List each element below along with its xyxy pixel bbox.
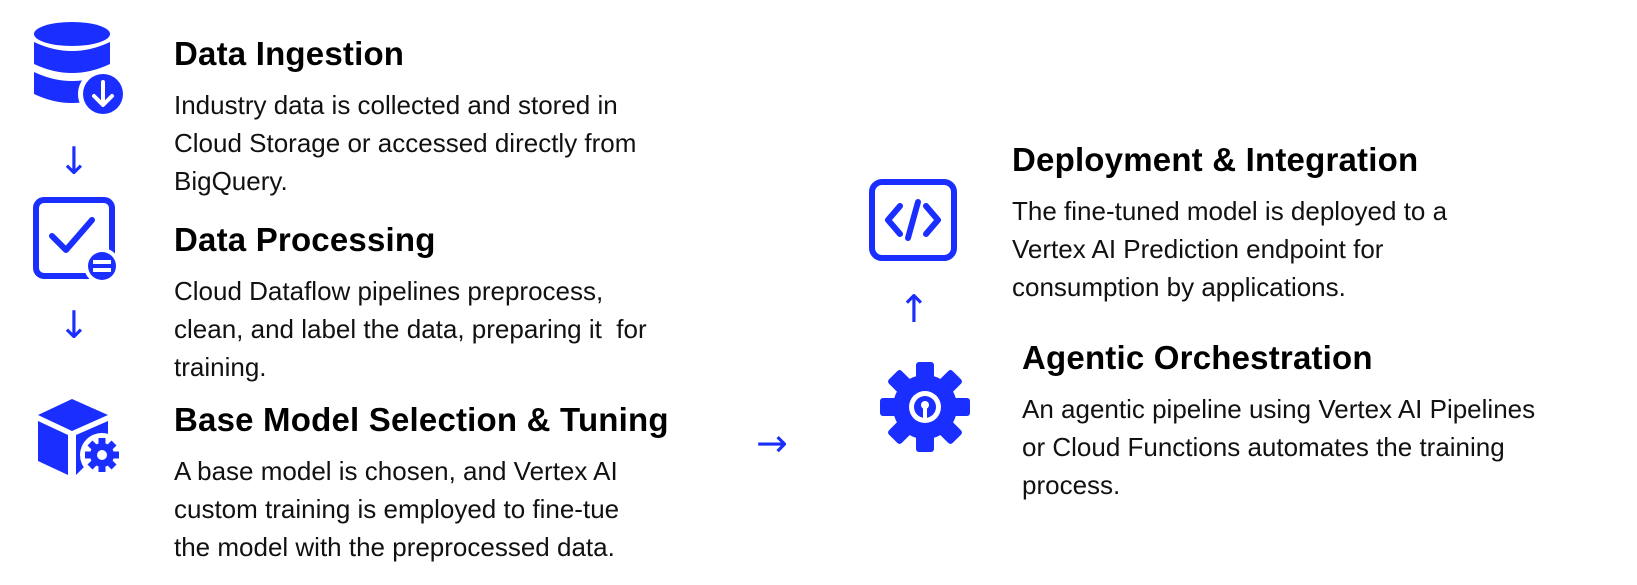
description-line: Cloud Dataflow pipelines preprocess, bbox=[174, 276, 604, 306]
down-arrow-1: ↓ bbox=[58, 139, 90, 183]
step-title: Data Processing bbox=[174, 221, 436, 258]
step-deployment-integration: Deployment & Integration The fine-tuned … bbox=[1012, 142, 1447, 306]
checklist-icon bbox=[32, 196, 122, 286]
cube-gear-icon bbox=[34, 395, 126, 479]
description-line: training. bbox=[174, 352, 267, 382]
down-arrow-2: ↓ bbox=[58, 303, 90, 347]
step-title: Deployment & Integration bbox=[1012, 141, 1419, 178]
description-line: Vertex AI Prediction endpoint for bbox=[1012, 234, 1384, 264]
up-arrow: ↑ bbox=[898, 287, 930, 331]
description-line: clean, and label the data, preparing it … bbox=[174, 314, 647, 344]
step-agentic-orchestration: Agentic Orchestration An agentic pipelin… bbox=[1022, 340, 1535, 504]
code-icon bbox=[868, 178, 960, 264]
description-line: Industry data is collected and stored in bbox=[174, 90, 618, 120]
description-line: BigQuery. bbox=[174, 166, 288, 196]
step-description: A base model is chosen, and Vertex AI cu… bbox=[174, 452, 669, 566]
step-description: An agentic pipeline using Vertex AI Pipe… bbox=[1022, 390, 1535, 504]
description-line: or Cloud Functions automates the trainin… bbox=[1022, 432, 1505, 462]
description-line: An agentic pipeline using Vertex AI Pipe… bbox=[1022, 394, 1536, 424]
description-line: process. bbox=[1022, 470, 1121, 500]
step-description: The fine-tuned model is deployed to a Ve… bbox=[1012, 192, 1447, 306]
description-line: Cloud Storage or accessed directly from bbox=[174, 128, 637, 158]
step-data-ingestion: Data Ingestion Industry data is collecte… bbox=[174, 36, 636, 200]
step-description: Cloud Dataflow pipelines preprocess, cle… bbox=[174, 272, 647, 386]
step-description: Industry data is collected and stored in… bbox=[174, 86, 636, 200]
step-title: Base Model Selection & Tuning bbox=[174, 401, 669, 438]
right-arrow: → bbox=[756, 421, 788, 465]
step-data-processing: Data Processing Cloud Dataflow pipelines… bbox=[174, 222, 647, 386]
step-base-model-selection-tuning: Base Model Selection & Tuning A base mod… bbox=[174, 402, 669, 566]
description-line: custom training is employed to fine-tue bbox=[174, 494, 620, 524]
step-title: Data Ingestion bbox=[174, 35, 405, 72]
step-title: Agentic Orchestration bbox=[1022, 339, 1373, 376]
description-line: A base model is chosen, and Vertex AI bbox=[174, 456, 618, 486]
database-download-icon bbox=[30, 18, 130, 123]
description-line: consumption by applications. bbox=[1012, 272, 1346, 302]
description-line: The fine-tuned model is deployed to a bbox=[1012, 196, 1448, 226]
gear-icon bbox=[878, 360, 972, 454]
description-line: the model with the preprocessed data. bbox=[174, 532, 615, 562]
